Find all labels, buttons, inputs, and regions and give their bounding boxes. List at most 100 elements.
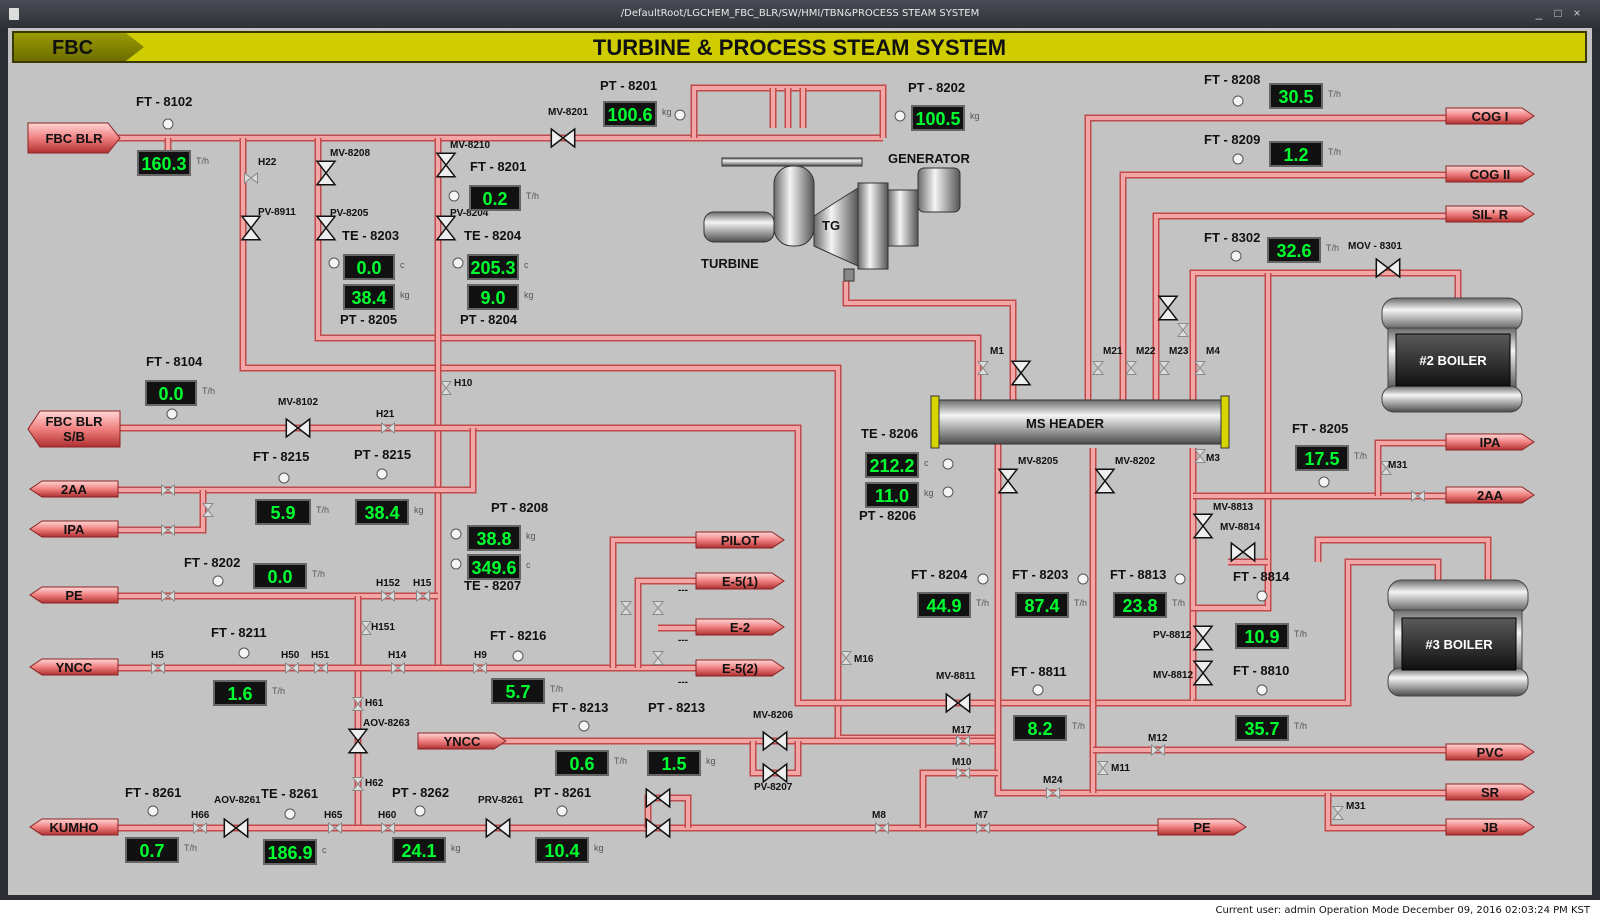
valve-mv8812[interactable] [1192,660,1214,686]
tag-pe-left[interactable]: PE [29,586,119,604]
valve-mv8811[interactable] [945,692,971,714]
valve-prv_top[interactable] [645,787,671,809]
boiler-2[interactable]: #2 BOILER [1381,297,1523,413]
valve-mv8205[interactable] [997,468,1019,494]
hand-valve-h22[interactable] [244,171,258,185]
fbc-nav-tag[interactable]: FBC [14,33,144,61]
ms-header-vessel[interactable]: MS HEADER [930,395,1230,449]
hand-valve-m17[interactable] [956,734,970,748]
valve-mov8301[interactable] [1375,257,1401,279]
valve-sil_valve[interactable] [1157,295,1179,321]
hand-valve-m1[interactable] [976,361,990,375]
tag-pvc[interactable]: PVC [1445,743,1535,761]
hand-valve-m22[interactable] [1124,361,1138,375]
maximize-button[interactable]: □ [1554,6,1562,20]
hand-valve-m8[interactable] [875,821,889,835]
tag-sr[interactable]: SR [1445,783,1535,801]
tag-yncc-left[interactable]: YNCC [29,658,119,676]
tag-e5-2[interactable]: E-5(2) [695,659,785,677]
tag-e2[interactable]: E-2 [695,618,785,636]
valve-mv8102[interactable] [285,417,311,439]
valve-prv_bot[interactable] [645,817,671,839]
boiler-3[interactable]: #3 BOILER [1387,579,1529,697]
close-button[interactable]: × [1573,6,1581,20]
tag-pe-bottom[interactable]: PE [1157,818,1247,836]
tag-cog-2[interactable]: COG II [1445,165,1535,183]
minimize-button[interactable]: _ [1535,6,1543,20]
hand-valve-unlabeled-4[interactable] [619,601,633,615]
tag-ipa-right[interactable]: IPA [1445,433,1535,451]
valve-prv8261[interactable] [485,817,511,839]
hand-valve-h65[interactable] [328,821,342,835]
hand-valve-h5[interactable] [151,661,165,675]
hand-valve-h10[interactable] [439,381,453,395]
hand-valve-m11[interactable] [1096,761,1110,775]
hand-valve-h61[interactable] [351,697,365,711]
valve-m1big[interactable] [1010,360,1032,386]
valve-pv8812[interactable] [1192,625,1214,651]
hand-valve-h152[interactable] [381,589,395,603]
hand-valve-m10[interactable] [956,766,970,780]
hand-valve-unlabeled-3[interactable] [161,589,175,603]
valve-pv8207[interactable] [762,762,788,784]
hand-valve-m21[interactable] [1091,361,1105,375]
valve-pv8911[interactable] [240,215,262,241]
tag-yncc-mid[interactable]: YNCC [417,732,507,750]
hand-valve-m3[interactable] [1193,449,1207,463]
hand-valve-h14[interactable] [391,661,405,675]
hand-valve-h21[interactable] [381,421,395,435]
hand-valve-m16[interactable] [839,651,853,665]
hand-valve-h15[interactable] [416,589,430,603]
hand-valve-unlabeled-0[interactable] [161,483,175,497]
hand-valve-m7[interactable] [976,821,990,835]
hand-valve-h66[interactable] [193,821,207,835]
hand-valve-unlabeled-2[interactable] [201,503,215,517]
hand-valve-unlabeled-5[interactable] [651,601,665,615]
valve-aov8263[interactable] [347,728,369,754]
tag-fbc-blr[interactable]: FBC BLR [27,122,121,154]
hand-valve-unlabeled-8[interactable] [1176,323,1190,337]
tag-kumho[interactable]: KUMHO [29,818,119,836]
hand-valve-h50[interactable] [285,661,299,675]
valve-mv8208[interactable] [315,160,337,186]
hand-valve-m31b[interactable] [1331,806,1345,820]
tag-jb[interactable]: JB [1445,818,1535,836]
hand-valve-h9[interactable] [473,661,487,675]
hand-valve-unlabeled-6[interactable] [651,651,665,665]
valve-aov8261[interactable] [223,817,249,839]
valve-mv8813[interactable] [1192,513,1214,539]
hand-valve-unlabeled-7[interactable] [1411,489,1425,503]
valve-mv8202[interactable] [1094,468,1116,494]
tag-ipa-left[interactable]: IPA [29,520,119,538]
valve-mv8210[interactable] [435,152,457,178]
hand-valve-h62[interactable] [351,777,365,791]
